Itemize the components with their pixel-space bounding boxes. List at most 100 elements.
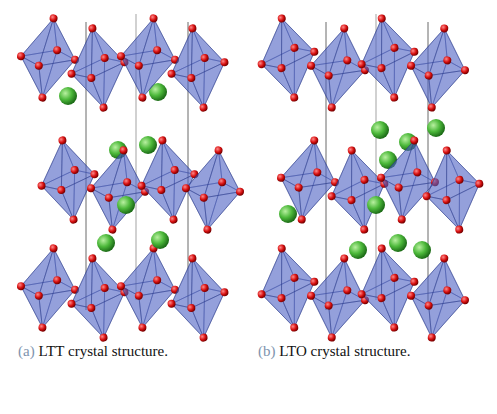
octahedron-face <box>35 285 76 331</box>
octahedron-face <box>424 65 465 112</box>
lanthanum-atom <box>97 234 115 252</box>
octahedron <box>300 250 375 347</box>
oxygen-atom <box>157 186 166 195</box>
oxygen-atom <box>424 301 433 310</box>
oxygen-atom <box>203 225 212 234</box>
oxygen-atom <box>199 333 208 342</box>
octahedron <box>250 240 325 337</box>
oxygen-atom <box>343 56 352 65</box>
octahedron <box>161 250 235 346</box>
oxygen-atom <box>455 175 464 184</box>
oxygen-atom <box>410 277 419 286</box>
oxygen-atom <box>87 304 96 313</box>
oxygen-atom <box>297 215 306 224</box>
oxygen-atom <box>442 196 451 205</box>
oxygen-atom <box>410 136 419 145</box>
oxygen-atom <box>167 69 176 78</box>
octahedron <box>415 142 490 239</box>
lanthanum-atom <box>279 205 297 223</box>
octahedron-face <box>445 184 486 231</box>
subfigure-tag: (b) <box>258 343 276 359</box>
oxygen-atom <box>153 276 162 285</box>
subfigure-caption: (a) LTT crystal structure. <box>18 340 232 362</box>
octahedron <box>350 10 425 107</box>
oxygen-atom <box>442 146 451 155</box>
oxygen-atom <box>347 146 356 155</box>
oxygen-atom <box>306 291 315 300</box>
oxygen-atom <box>169 215 178 224</box>
caption-text: LTO crystal structure. <box>279 343 410 359</box>
oxygen-atom <box>290 323 299 332</box>
octahedron <box>81 142 155 238</box>
oxygen-atom <box>119 146 128 155</box>
octahedron-face <box>380 52 421 99</box>
oxygen-atom <box>377 14 386 23</box>
oxygen-atom <box>422 192 431 201</box>
oxygen-atom <box>187 74 196 83</box>
oxygen-atom <box>116 282 125 291</box>
octahedron-face <box>280 52 321 99</box>
octahedron <box>11 10 85 106</box>
oxygen-atom <box>134 61 143 70</box>
oxygen-atom <box>16 282 25 291</box>
oxygen-atom <box>310 47 319 56</box>
oxygen-atom <box>340 254 349 263</box>
oxygen-atom <box>413 168 422 177</box>
oxygen-atom <box>310 136 319 145</box>
oxygen-atom <box>67 299 76 308</box>
octahedron-face <box>190 292 231 338</box>
octahedron <box>176 142 250 238</box>
oxygen-atom <box>324 71 333 80</box>
oxygen-atom <box>394 183 403 192</box>
oxygen-atom <box>427 333 436 342</box>
octahedron <box>300 20 375 117</box>
oxygen-atom <box>440 24 449 33</box>
oxygen-atom <box>290 273 299 282</box>
oxygen-atom <box>390 323 399 332</box>
octahedron-face <box>35 55 76 101</box>
crystal-structure <box>250 10 490 347</box>
caption-text: LTT crystal structure. <box>38 343 168 359</box>
oxygen-atom <box>406 61 415 70</box>
octahedron <box>31 132 105 228</box>
oxygen-atom <box>100 53 109 62</box>
oxygen-atom <box>116 52 125 61</box>
oxygen-atom <box>235 187 244 196</box>
oxygen-atom <box>86 184 95 193</box>
oxygen-atom <box>390 93 399 102</box>
oxygen-atom <box>390 43 399 52</box>
lanthanum-atom <box>367 196 385 214</box>
oxygen-atom <box>200 283 209 292</box>
lanthanum-atom <box>59 87 77 105</box>
oxygen-atom <box>410 47 419 56</box>
oxygen-atom <box>99 103 108 112</box>
oxygen-atom <box>37 181 46 190</box>
oxygen-atom <box>134 291 143 300</box>
subfigure-tag: (a) <box>18 343 35 359</box>
octahedron-face <box>280 282 321 329</box>
oxygen-atom <box>443 56 452 65</box>
oxygen-atom <box>443 286 452 295</box>
oxygen-atom <box>49 14 58 23</box>
oxygen-atom <box>277 14 286 23</box>
oxygen-atom <box>324 301 333 310</box>
oxygen-atom <box>34 61 43 70</box>
oxygen-atom <box>397 215 406 224</box>
oxygen-atom <box>58 136 67 145</box>
octahedron-face <box>90 62 131 108</box>
oxygen-atom <box>313 168 322 177</box>
oxygen-atom <box>138 93 147 102</box>
oxygen-atom <box>343 286 352 295</box>
oxygen-atom <box>49 244 58 253</box>
oxygen-atom <box>214 146 223 155</box>
octahedron-face <box>105 187 146 233</box>
oxygen-atom <box>149 14 158 23</box>
octahedron <box>320 142 395 239</box>
oxygen-atom <box>220 58 229 67</box>
oxygen-atom <box>187 304 196 313</box>
octahedron-face <box>394 177 435 224</box>
oxygen-atom <box>100 283 109 292</box>
oxygen-atom <box>38 323 47 332</box>
oxygen-atom <box>220 288 229 297</box>
oxygen-atom <box>460 296 469 305</box>
